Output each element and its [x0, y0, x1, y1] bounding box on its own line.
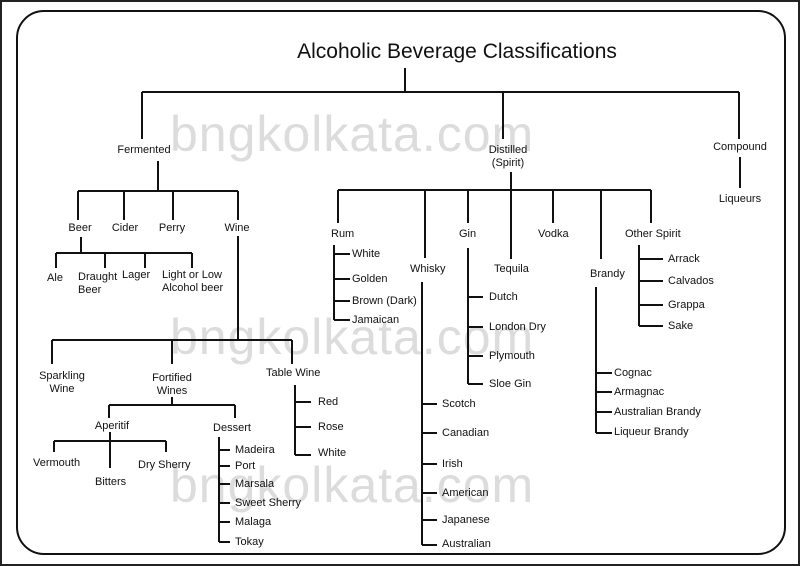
node-japanese: Japanese	[442, 514, 490, 526]
node-sparkling-line1: Sparkling	[39, 370, 85, 382]
node-rum-white: White	[352, 248, 381, 260]
node-tequila: Tequila	[494, 263, 529, 275]
node-liqueurs: Liqueurs	[718, 193, 762, 205]
node-distilled: Distilled (Spirit)	[489, 144, 528, 170]
watermark: bngkolkata.com	[170, 106, 535, 162]
diagram-frame	[16, 10, 786, 555]
node-madeira: Madeira	[235, 444, 275, 456]
diagram-title: Alcoholic Beverage Classifications	[297, 40, 617, 63]
node-distilled-line2: (Spirit)	[491, 157, 525, 169]
node-canadian: Canadian	[442, 427, 490, 439]
node-american: American	[442, 487, 489, 499]
node-table-wine: Table Wine	[266, 367, 321, 379]
node-scotch: Scotch	[442, 398, 476, 410]
node-bitters: Bitters	[95, 476, 127, 488]
node-light-beer-line2: Alcohol beer	[162, 282, 224, 294]
node-perry: Perry	[158, 222, 186, 234]
node-fortified-line1: Fortified	[152, 372, 192, 384]
node-sweet-sherry: Sweet Sherry	[235, 497, 302, 509]
node-compound: Compound	[713, 141, 767, 153]
node-grappa: Grappa	[668, 299, 705, 311]
node-whisky: Whisky	[410, 263, 446, 275]
node-beer: Beer	[68, 222, 92, 234]
node-wine: Wine	[224, 222, 250, 234]
node-port: Port	[235, 460, 256, 472]
node-sloe-gin: Sloe Gin	[489, 378, 532, 390]
node-sparkling-line2: Wine	[49, 383, 75, 395]
node-arrack: Arrack	[668, 253, 700, 265]
node-light-beer: Light or Low Alcohol beer	[162, 269, 223, 295]
node-aperitif: Aperitif	[94, 420, 130, 432]
node-liqueur-brandy: Liqueur Brandy	[614, 426, 689, 438]
node-brandy: Brandy	[590, 268, 625, 280]
node-brown-dark: Brown (Dark)	[352, 295, 417, 307]
node-red: Red	[318, 396, 339, 408]
node-calvados: Calvados	[668, 275, 714, 287]
node-cognac: Cognac	[614, 367, 652, 379]
node-irish: Irish	[442, 458, 463, 470]
node-vodka: Vodka	[538, 228, 569, 240]
node-marsala: Marsala	[235, 478, 275, 490]
node-malaga: Malaga	[235, 516, 272, 528]
node-australian: Australian	[442, 538, 491, 550]
node-london-dry: London Dry	[489, 321, 546, 333]
node-table-white: White	[318, 447, 347, 459]
node-sparkling-wine: Sparkling Wine	[39, 370, 85, 396]
node-cider: Cider	[111, 222, 139, 234]
node-australian-brandy: Australian Brandy	[614, 406, 701, 418]
node-dutch: Dutch	[489, 291, 518, 303]
node-plymouth: Plymouth	[489, 350, 535, 362]
node-tokay: Tokay	[235, 536, 264, 548]
node-light-beer-line1: Light or Low	[162, 269, 222, 281]
node-other-spirit: Other Spirit	[625, 228, 681, 240]
node-lager: Lager	[122, 269, 151, 281]
node-golden: Golden	[352, 273, 388, 285]
node-dessert: Dessert	[213, 422, 251, 434]
node-fortified-wines: Fortified Wines	[152, 372, 192, 398]
node-draught-beer-line1: Draught	[78, 271, 118, 283]
node-fortified-line2: Wines	[156, 385, 188, 397]
node-distilled-line1: Distilled	[488, 144, 528, 156]
node-rose: Rose	[318, 421, 344, 433]
node-vermouth: Vermouth	[33, 457, 81, 469]
node-draught-beer-line2: Beer	[78, 284, 102, 296]
node-dry-sherry: Dry Sherry	[138, 459, 191, 471]
node-gin: Gin	[459, 228, 477, 240]
node-sake: Sake	[668, 320, 694, 332]
node-armagnac: Armagnac	[614, 386, 665, 398]
node-rum: Rum	[331, 228, 355, 240]
node-ale: Ale	[47, 272, 63, 284]
watermark: bngkolkata.com	[170, 457, 535, 513]
node-jamaican: Jamaican	[352, 314, 400, 326]
node-draught-beer: Draught Beer	[78, 271, 117, 297]
node-fermented: Fermented	[117, 144, 171, 156]
